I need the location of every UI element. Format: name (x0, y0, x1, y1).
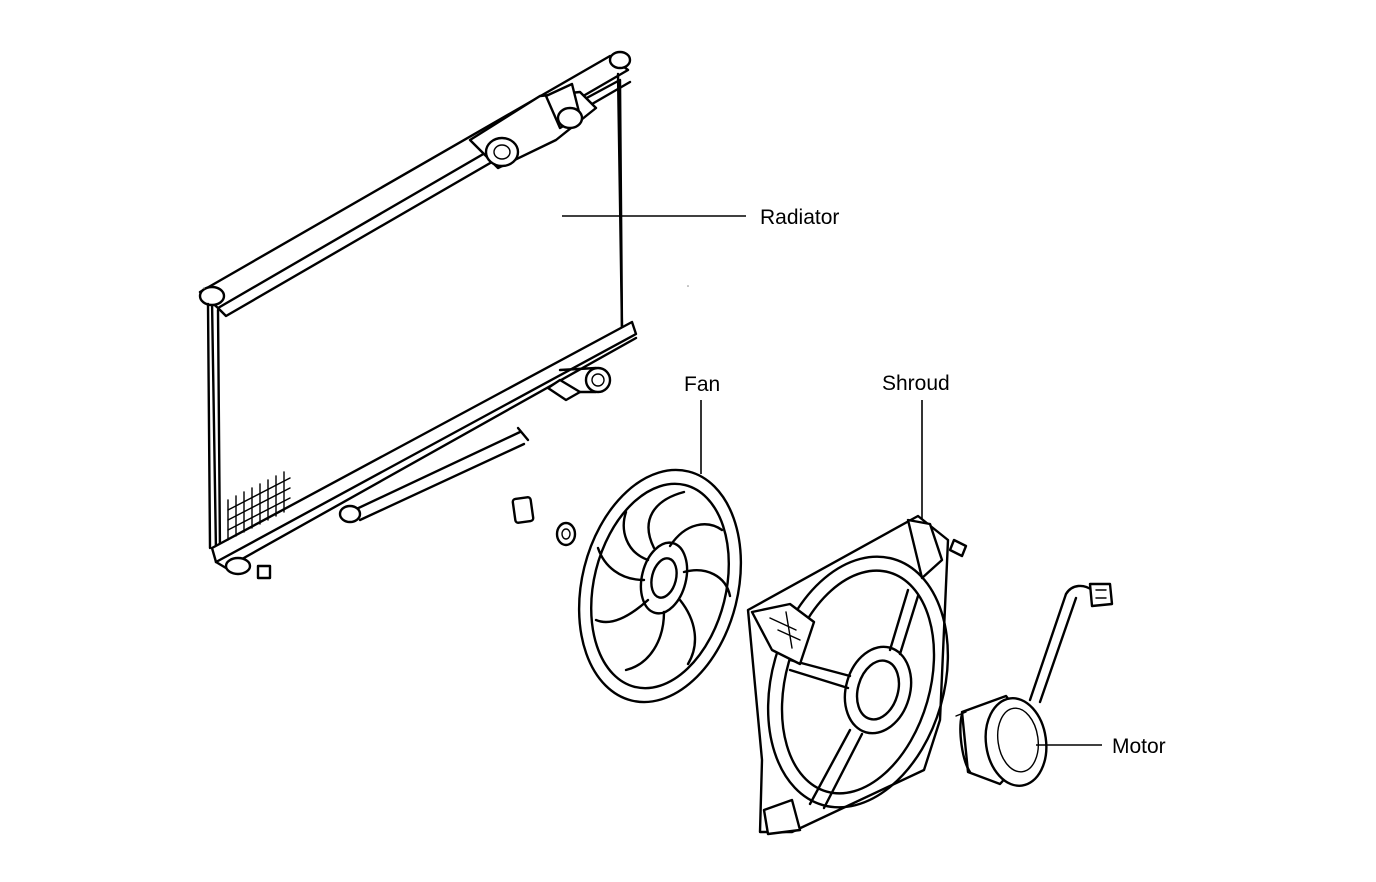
motor-drawing (955, 582, 1114, 787)
speck (203, 287, 205, 289)
clip-and-nut-drawing (511, 496, 577, 547)
speck (687, 285, 689, 287)
radiator-label: Radiator (760, 206, 839, 229)
fan-drawing (577, 468, 743, 704)
motor-label: Motor (1112, 735, 1166, 758)
radiator-drawing (198, 50, 638, 580)
fan-label: Fan (684, 373, 720, 396)
shroud-drawing (746, 514, 968, 836)
shroud-label: Shroud (882, 372, 950, 395)
